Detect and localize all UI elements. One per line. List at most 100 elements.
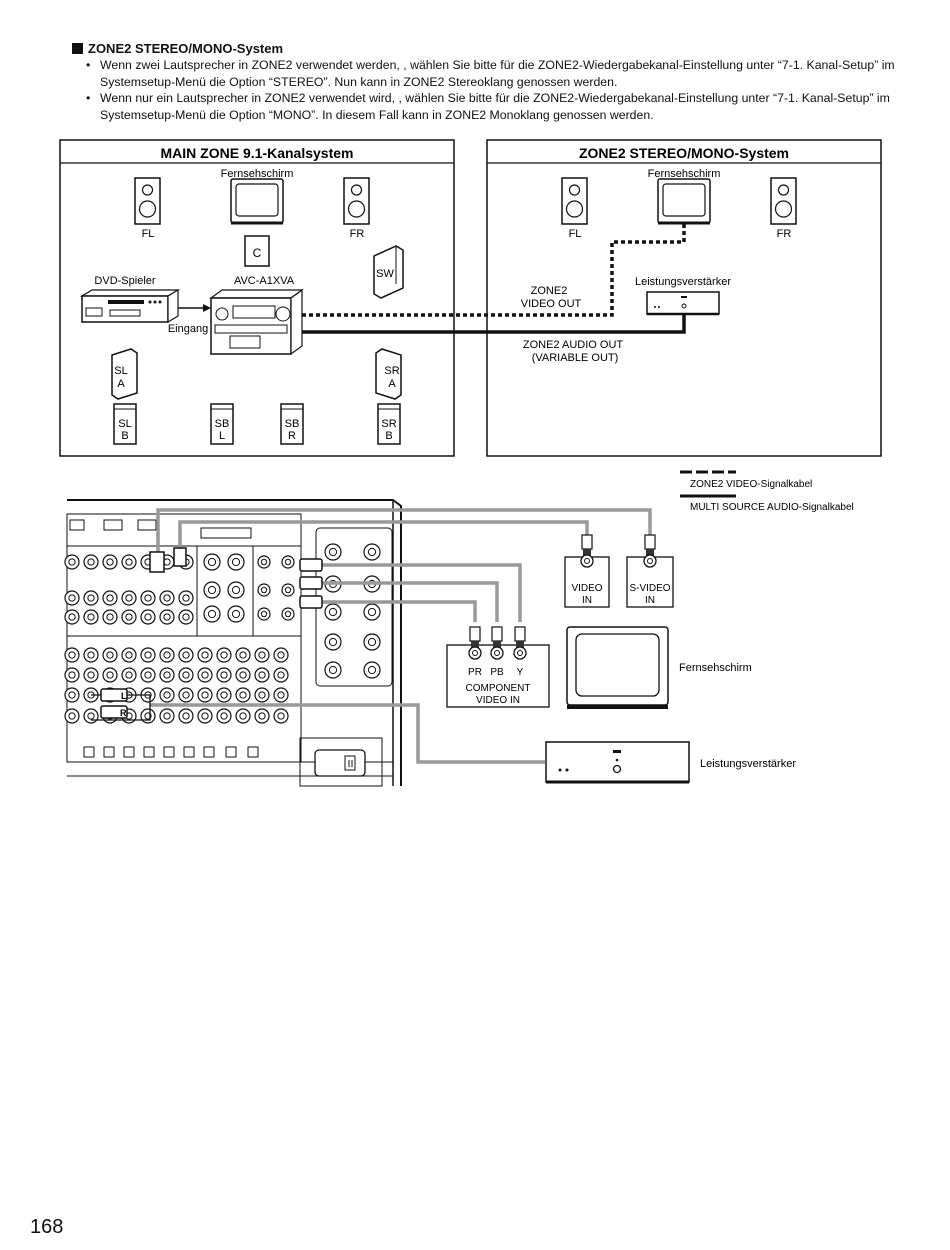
zone2-audio-out-label-1: ZONE2 AUDIO OUT (523, 339, 624, 351)
jack-icon (281, 607, 295, 621)
jack-center-icon (144, 594, 152, 602)
jack-icon (363, 661, 381, 679)
jack-icon (64, 667, 80, 683)
jack-icon (83, 609, 99, 625)
jack-icon (273, 687, 289, 703)
legend-audio-label: MULTI SOURCE AUDIO-Signalkabel (690, 502, 854, 513)
jack-icon (178, 609, 194, 625)
optical-port-icon (203, 746, 215, 758)
jack-icon (159, 667, 175, 683)
jack-center-icon (239, 691, 247, 699)
component-label-2: VIDEO IN (476, 695, 520, 706)
zone2-audio-cable (302, 314, 686, 334)
zone2-amp-icon (646, 291, 720, 316)
heading-square-icon (72, 43, 83, 54)
jack-center-icon (68, 671, 76, 679)
jack-icon (178, 590, 194, 606)
jack-icon (235, 667, 251, 683)
jack-center-icon (239, 712, 247, 720)
jack-center-icon (106, 613, 114, 621)
zone2-video-out-label-1: ZONE2 (531, 285, 568, 297)
jack-icon (83, 647, 99, 663)
optical-port-icon (103, 746, 115, 758)
jack-center-icon (87, 651, 95, 659)
jack-center-icon (163, 594, 171, 602)
jack-center-icon (284, 586, 292, 594)
subwoofer-icon (373, 245, 404, 299)
video-in-label-2: IN (582, 595, 592, 606)
jack-center-icon (367, 637, 377, 647)
jack-icon (159, 708, 175, 724)
jack-center-icon (163, 712, 171, 720)
jack-center-icon (201, 671, 209, 679)
jack-icon (178, 667, 194, 683)
jack-icon (83, 708, 99, 724)
connection-cables (150, 508, 652, 764)
jack-icon (235, 708, 251, 724)
jack-icon (227, 581, 245, 599)
zone2-box (486, 139, 882, 457)
jack-center-icon (68, 558, 76, 566)
jack-center-icon (277, 691, 285, 699)
main-speaker-fr-icon (343, 177, 370, 225)
bullet-item: Wenn nur ein Lautsprecher in ZONE2 verwe… (84, 90, 896, 123)
jack-center-icon (125, 651, 133, 659)
jack-center-icon (125, 671, 133, 679)
jack-icon (102, 554, 118, 570)
jack-center-icon (68, 613, 76, 621)
jack-icon (178, 708, 194, 724)
jack-icon (324, 633, 342, 651)
jack-icon (363, 543, 381, 561)
jack-center-icon (201, 712, 209, 720)
jack-center-icon (87, 712, 95, 720)
rear-panel-jacks (64, 543, 381, 724)
jack-center-icon (258, 712, 266, 720)
jack-icon (102, 590, 118, 606)
optical-port-icon (83, 746, 95, 758)
jack-icon (227, 553, 245, 571)
jack-icon (140, 667, 156, 683)
zone2-speaker-fl-icon (561, 177, 588, 225)
jack-center-icon (367, 665, 377, 675)
jack-icon (216, 687, 232, 703)
jack-icon (140, 647, 156, 663)
receiver-icon (209, 288, 304, 356)
jack-icon (254, 647, 270, 663)
jack-center-icon (68, 712, 76, 720)
jack-center-icon (277, 671, 285, 679)
jack-icon (254, 667, 270, 683)
jack-center-icon (106, 558, 114, 566)
center-speaker-icon (244, 235, 270, 267)
main-c-label: C (253, 246, 262, 260)
jack-icon (64, 647, 80, 663)
connection-amp-icon (545, 741, 690, 784)
jack-center-icon (106, 671, 114, 679)
plug-l-label: L (121, 691, 127, 701)
zone2-video-cable (302, 224, 686, 317)
jack-center-icon (163, 671, 171, 679)
input-label: Eingang (168, 323, 208, 335)
jack-center-icon (182, 691, 190, 699)
zone2-speaker-fr-icon (770, 177, 797, 225)
optical-port-icon (247, 746, 259, 758)
rca-plugs (100, 547, 323, 719)
optical-port-icon (143, 746, 155, 758)
jack-center-icon (231, 609, 241, 619)
main-fr-label: FR (350, 228, 365, 240)
jack-icon (197, 687, 213, 703)
sbl-label-2: L (219, 430, 225, 442)
jack-icon (273, 647, 289, 663)
jack-icon (197, 667, 213, 683)
main-zone-title: MAIN ZONE 9.1-Kanalsystem (161, 145, 354, 161)
zone2-fl-label: FL (569, 228, 582, 240)
optical-port-icon (123, 746, 135, 758)
speaker-sbr-icon (280, 403, 304, 445)
jack-center-icon (231, 557, 241, 567)
y-label: Y (517, 667, 524, 678)
jack-icon (121, 609, 137, 625)
sra-label-2: A (388, 378, 396, 390)
zone2-title: ZONE2 STEREO/MONO-System (579, 145, 789, 161)
pr-label: PR (468, 667, 482, 678)
srb-label-2: B (385, 430, 392, 442)
zone2-fr-label: FR (777, 228, 792, 240)
